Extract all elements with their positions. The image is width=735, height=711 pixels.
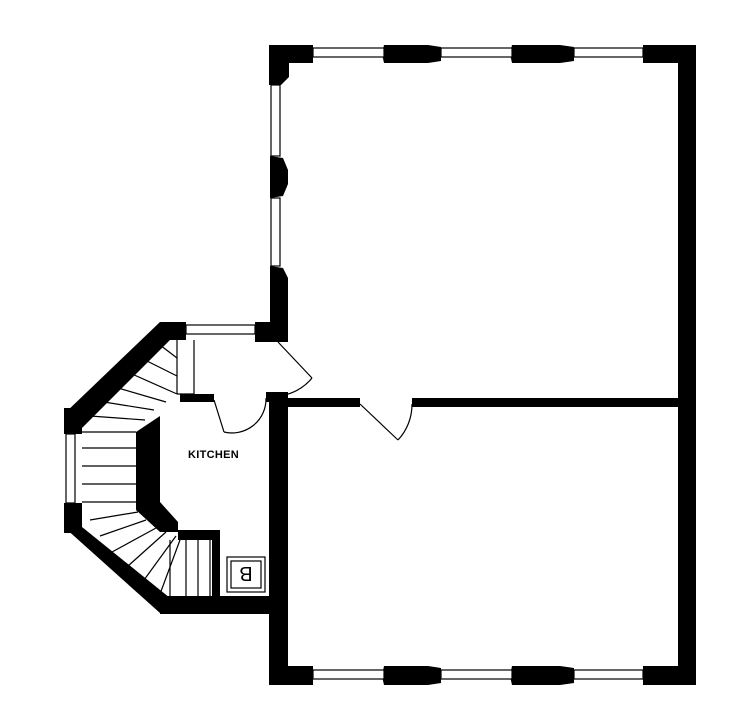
bottom-wall bbox=[269, 666, 696, 685]
window-stair-left bbox=[65, 433, 76, 504]
window-left-1 bbox=[270, 84, 281, 157]
door-kitchen bbox=[213, 397, 267, 434]
dividing-wall bbox=[288, 398, 360, 407]
kitchen-wing-walls bbox=[64, 322, 288, 614]
right-wall bbox=[678, 45, 696, 685]
window-left-2 bbox=[270, 197, 281, 267]
window-top-1 bbox=[312, 47, 385, 58]
window-bottom-1 bbox=[312, 669, 385, 680]
window-bottom-2 bbox=[440, 669, 513, 680]
window-kitchen-top bbox=[185, 324, 256, 335]
room-label-kitchen: KITCHEN bbox=[188, 449, 239, 461]
window-top-3 bbox=[573, 47, 644, 58]
staircase bbox=[82, 340, 211, 596]
lower-left-wall bbox=[269, 394, 288, 685]
upper-left-wall bbox=[269, 45, 289, 342]
window-top-2 bbox=[440, 47, 513, 58]
door-upper-room bbox=[267, 341, 313, 397]
top-wall bbox=[271, 45, 696, 63]
door-lower-room bbox=[359, 403, 413, 441]
boiler-label: B bbox=[239, 562, 252, 584]
boiler-symbol: B bbox=[226, 556, 266, 593]
window-bottom-3 bbox=[573, 669, 644, 680]
